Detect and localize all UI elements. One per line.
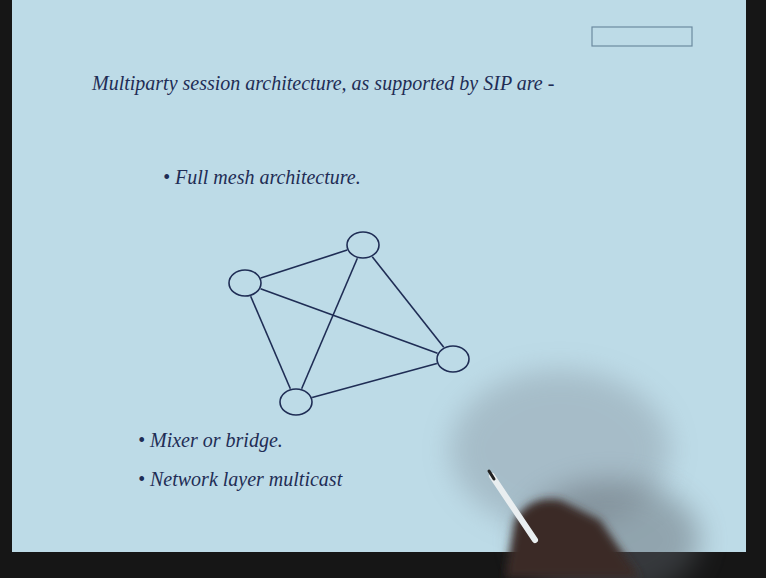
bullet-point: • Network layer multicast [138,462,458,496]
circle-outline [347,232,379,258]
circle-outline [346,231,380,259]
circle-outline [229,270,261,296]
paper-sheet [12,0,746,552]
circle-outline [437,346,469,372]
mesh-link [261,289,438,354]
mesh-endpoint [436,345,470,373]
corner-stamp [592,27,692,46]
mesh-endpoint [279,388,313,416]
mesh-endpoint [228,269,262,297]
mesh-link [302,258,358,389]
mesh-link [251,296,291,389]
mesh-link [261,250,347,278]
hand-shadow [450,370,700,578]
circle-outline [436,345,470,373]
bullet-point: • Mixer or bridge. [138,423,438,457]
circle-outline [280,389,312,415]
circle-outline [279,388,313,416]
slide-heading: Multiparty session architecture, as supp… [92,66,562,100]
circle-outline [228,269,262,297]
mesh-endpoint [346,231,380,259]
mesh-link [312,363,437,397]
bullet-point: • Full mesh architecture. [163,160,493,194]
